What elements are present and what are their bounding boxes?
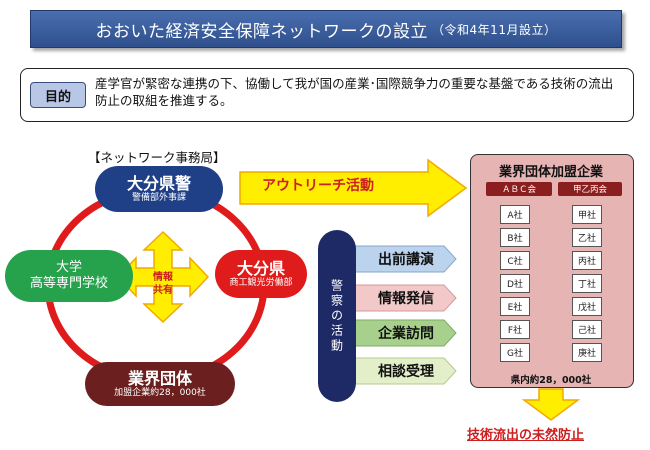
info-share-label: 情報 共有 (143, 271, 183, 297)
group-header-abc: ＡＢＣ会 (486, 182, 552, 196)
purpose-text: 産学官が緊密な連携の下、協働して我が国の産業･国際競争力の重要な基盤である技術の… (95, 76, 614, 108)
company-box: 庚社 (572, 343, 602, 362)
company-box: A社 (500, 205, 530, 224)
company-box: C社 (500, 251, 530, 270)
company-box: E社 (500, 297, 530, 316)
page-subtitle: （令和4年11月設立） (432, 22, 557, 37)
node-industry-sub: 加盟企業約28，000社 (114, 387, 206, 398)
company-box: B社 (500, 228, 530, 247)
police-activity-label: 警察の活動 (329, 278, 344, 354)
node-university-line1: 大学 (55, 260, 82, 275)
goal-label: 技術流出の未然防止 (467, 428, 585, 443)
node-prefecture-name: 大分県 (236, 258, 285, 278)
company-box: G社 (500, 343, 530, 362)
police-activity-bar: 警察の活動 (318, 230, 356, 402)
info-share-line2: 共有 (153, 285, 173, 296)
company-box: 戊社 (572, 297, 602, 316)
group-header-koukou: 甲乙丙会 (558, 182, 622, 196)
node-industry-name: 業界団体 (127, 368, 192, 388)
member-panel-footer: 県内約28，000社 (510, 375, 592, 386)
activity-item-2: 情報発信 (378, 291, 434, 307)
outreach-label: アウトリーチ活動 (262, 178, 374, 194)
node-oita-prefecture: 大分県 商工観光労働部 (215, 250, 307, 298)
info-share-line1: 情報 (153, 272, 173, 283)
company-box: 乙社 (572, 228, 602, 247)
node-industry-association: 業界団体 加盟企業約28，000社 (85, 362, 235, 406)
company-box: 丁社 (572, 274, 602, 293)
node-university: 大学 高等専門学校 (5, 250, 133, 302)
activity-item-3: 企業訪問 (378, 326, 434, 342)
node-prefecture-sub: 商工観光労働部 (229, 277, 293, 288)
node-police-name: 大分県警 (126, 173, 191, 193)
goal-arrow (521, 388, 581, 421)
title-banner: おおいた経済安全保障ネットワークの設立 （令和4年11月設立） (30, 10, 622, 48)
node-police-sub: 警備部外事課 (131, 192, 186, 203)
activity-item-1: 出前講演 (378, 252, 434, 268)
company-box: F社 (500, 320, 530, 339)
outreach-arrow (239, 158, 468, 218)
node-university-line2: 高等専門学校 (29, 276, 108, 291)
member-panel-title: 業界団体加盟企業 (498, 165, 603, 180)
company-box: 丙社 (572, 251, 602, 270)
info-share-arrow (116, 230, 210, 324)
page-title: おおいた経済安全保障ネットワークの設立 (95, 21, 429, 42)
activity-item-4: 相談受理 (378, 364, 434, 380)
company-box: 己社 (572, 320, 602, 339)
company-box: D社 (500, 274, 530, 293)
purpose-label: 目的 (30, 82, 86, 108)
node-oita-police: 大分県警 警備部外事課 (95, 166, 223, 212)
company-box: 甲社 (572, 205, 602, 224)
purpose-box (20, 68, 634, 122)
secretariat-label: 【ネットワーク事務局】 (88, 150, 226, 165)
